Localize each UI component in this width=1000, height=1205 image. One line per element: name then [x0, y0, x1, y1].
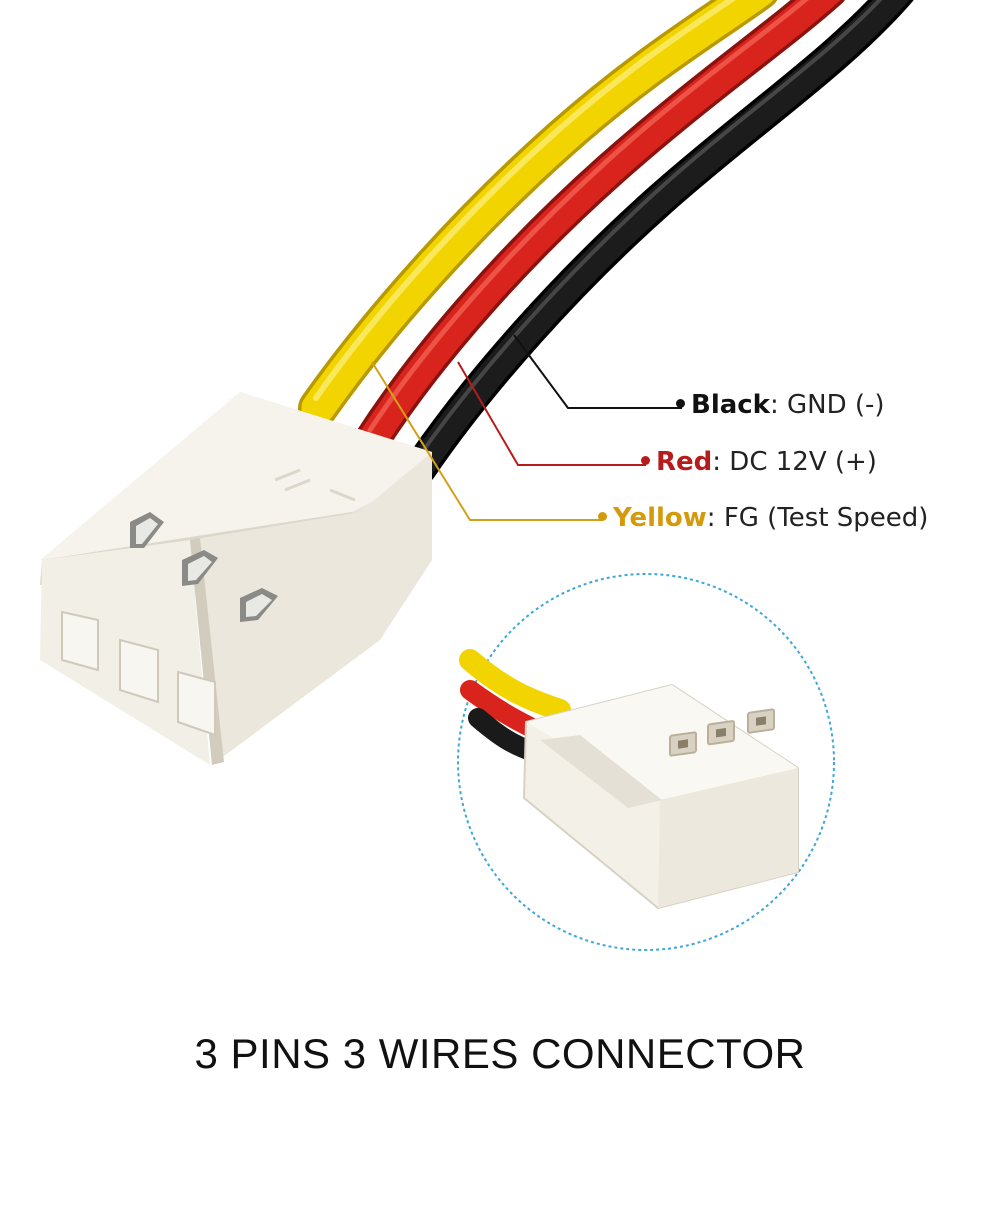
leader-red [457, 361, 646, 466]
connector-housing-icon [40, 392, 432, 765]
leader-lines [371, 334, 682, 521]
legend-colon: : [769, 390, 788, 420]
legend-dot-icon [598, 512, 607, 521]
zoom-inset-connector-icon [457, 573, 835, 951]
legend-name: Yellow [613, 503, 707, 533]
leader-black [513, 334, 682, 409]
legend-dot-icon [641, 456, 650, 465]
wire-red [354, 0, 845, 458]
legend-yellow: Yellow: FG (Test Speed) [598, 503, 928, 533]
legend-desc: GND (-) [787, 390, 885, 420]
leader-yellow [371, 361, 602, 521]
legend-name: Red [656, 447, 713, 477]
legend-dot-icon [676, 399, 685, 408]
wire-bundle [298, 0, 914, 485]
legend-colon: : [706, 503, 724, 533]
caption: 3 PINS 3 WIRES CONNECTOR [194, 1030, 806, 1077]
legend-black: Black: GND (-) [676, 390, 885, 420]
legend-name: Black [691, 390, 770, 420]
legend-desc: DC 12V (+) [729, 447, 877, 477]
legend-desc: FG (Test Speed) [723, 503, 929, 533]
legend-colon: : [712, 447, 730, 477]
legend-red: Red: DC 12V (+) [641, 447, 877, 477]
